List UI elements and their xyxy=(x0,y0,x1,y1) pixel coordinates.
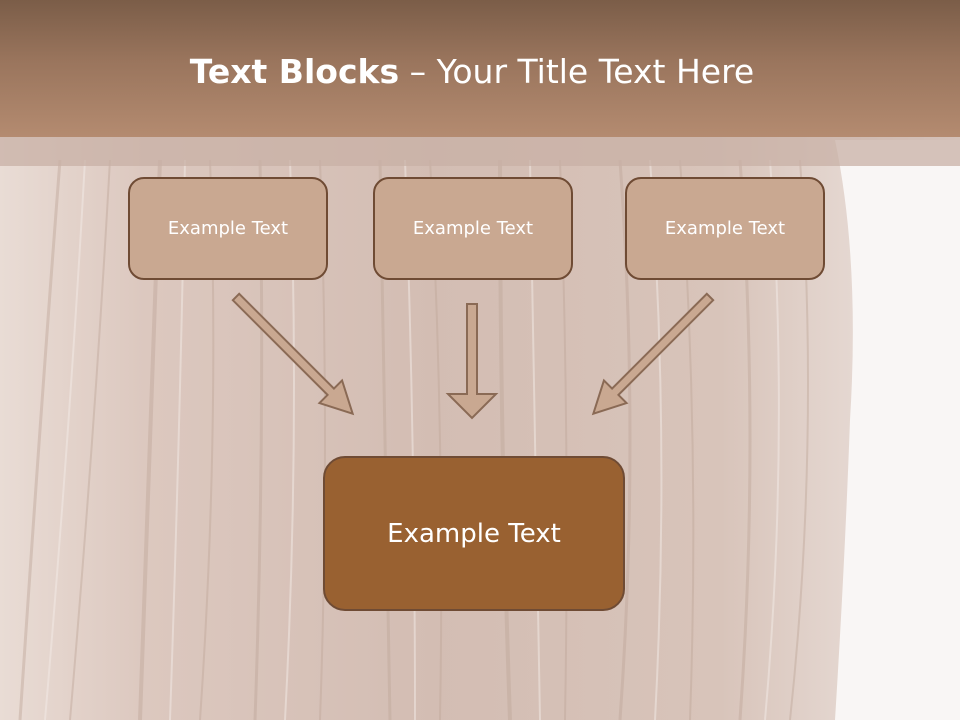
text-block-2: Example Text xyxy=(373,177,573,280)
arrow-down-left-icon xyxy=(591,292,715,416)
text-block-2-label: Example Text xyxy=(412,218,534,239)
text-block-3: Example Text xyxy=(625,177,825,280)
text-block-1-label: Example Text xyxy=(167,218,289,239)
title-separator: – xyxy=(399,52,437,91)
title-bold: Text Blocks xyxy=(189,52,400,91)
title-bar xyxy=(0,0,960,137)
title-rest: Your Title Text Here xyxy=(436,52,755,91)
arrow-down-icon xyxy=(445,303,499,420)
title-strip xyxy=(0,137,960,166)
page-title: Text Blocks – Your Title Text Here xyxy=(0,52,944,91)
text-block-3-label: Example Text xyxy=(664,218,786,239)
arrow-down-right-icon xyxy=(231,292,355,416)
text-block-main: Example Text xyxy=(323,456,625,611)
text-block-1: Example Text xyxy=(128,177,328,280)
text-block-main-label: Example Text xyxy=(387,518,561,549)
